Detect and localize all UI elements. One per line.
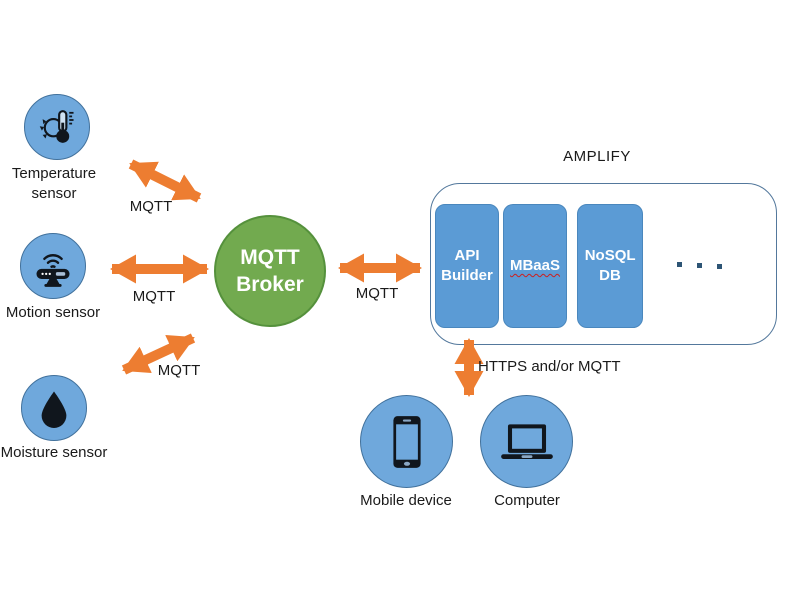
motion-sensor-node bbox=[20, 233, 86, 299]
mqtt-broker-label: MQTT Broker bbox=[236, 246, 304, 296]
laptop-icon bbox=[500, 423, 553, 459]
water-drop-icon bbox=[41, 391, 67, 428]
moisture-sensor-label: Moisture sensor bbox=[0, 444, 108, 461]
module-nosql-db: NoSQL DB bbox=[577, 204, 643, 328]
temperature-sensor-label: Temperature sensor bbox=[11, 165, 97, 202]
mobile-device-node bbox=[360, 395, 453, 488]
ellipsis-dot-2 bbox=[697, 263, 702, 268]
motion-detector-icon bbox=[36, 254, 70, 287]
module-api-builder: API Builder bbox=[435, 204, 499, 328]
platform-title: AMPLIFY bbox=[563, 148, 631, 165]
ellipsis-dot-3 bbox=[717, 264, 722, 269]
link-label-moisture-mqtt: MQTT bbox=[157, 362, 201, 379]
link-label-https-mqtt: HTTPS and/or MQTT bbox=[478, 358, 621, 375]
mqtt-broker-node: MQTT Broker bbox=[214, 215, 326, 327]
temperature-sensor-node bbox=[24, 94, 90, 160]
thermometer-icon bbox=[39, 110, 74, 143]
motion-sensor-label: Motion sensor bbox=[5, 304, 101, 321]
moisture-sensor-node bbox=[21, 375, 87, 441]
link-label-temperature-mqtt: MQTT bbox=[129, 198, 173, 215]
module-mbaas-label: MBaaS bbox=[509, 257, 561, 274]
module-api-builder-label: API Builder bbox=[441, 247, 493, 284]
link-label-broker-mqtt: MQTT bbox=[355, 285, 399, 302]
ellipsis-dot-1 bbox=[677, 262, 682, 267]
mobile-device-label: Mobile device bbox=[360, 492, 452, 509]
smartphone-icon bbox=[392, 415, 421, 468]
computer-label: Computer bbox=[494, 492, 560, 509]
link-label-motion-mqtt: MQTT bbox=[132, 288, 176, 305]
arrow-temperature-broker bbox=[128, 159, 202, 203]
module-nosql-db-label: NoSQL DB bbox=[584, 247, 636, 284]
computer-node bbox=[480, 395, 573, 488]
module-mbaas: MBaaS bbox=[503, 204, 567, 328]
